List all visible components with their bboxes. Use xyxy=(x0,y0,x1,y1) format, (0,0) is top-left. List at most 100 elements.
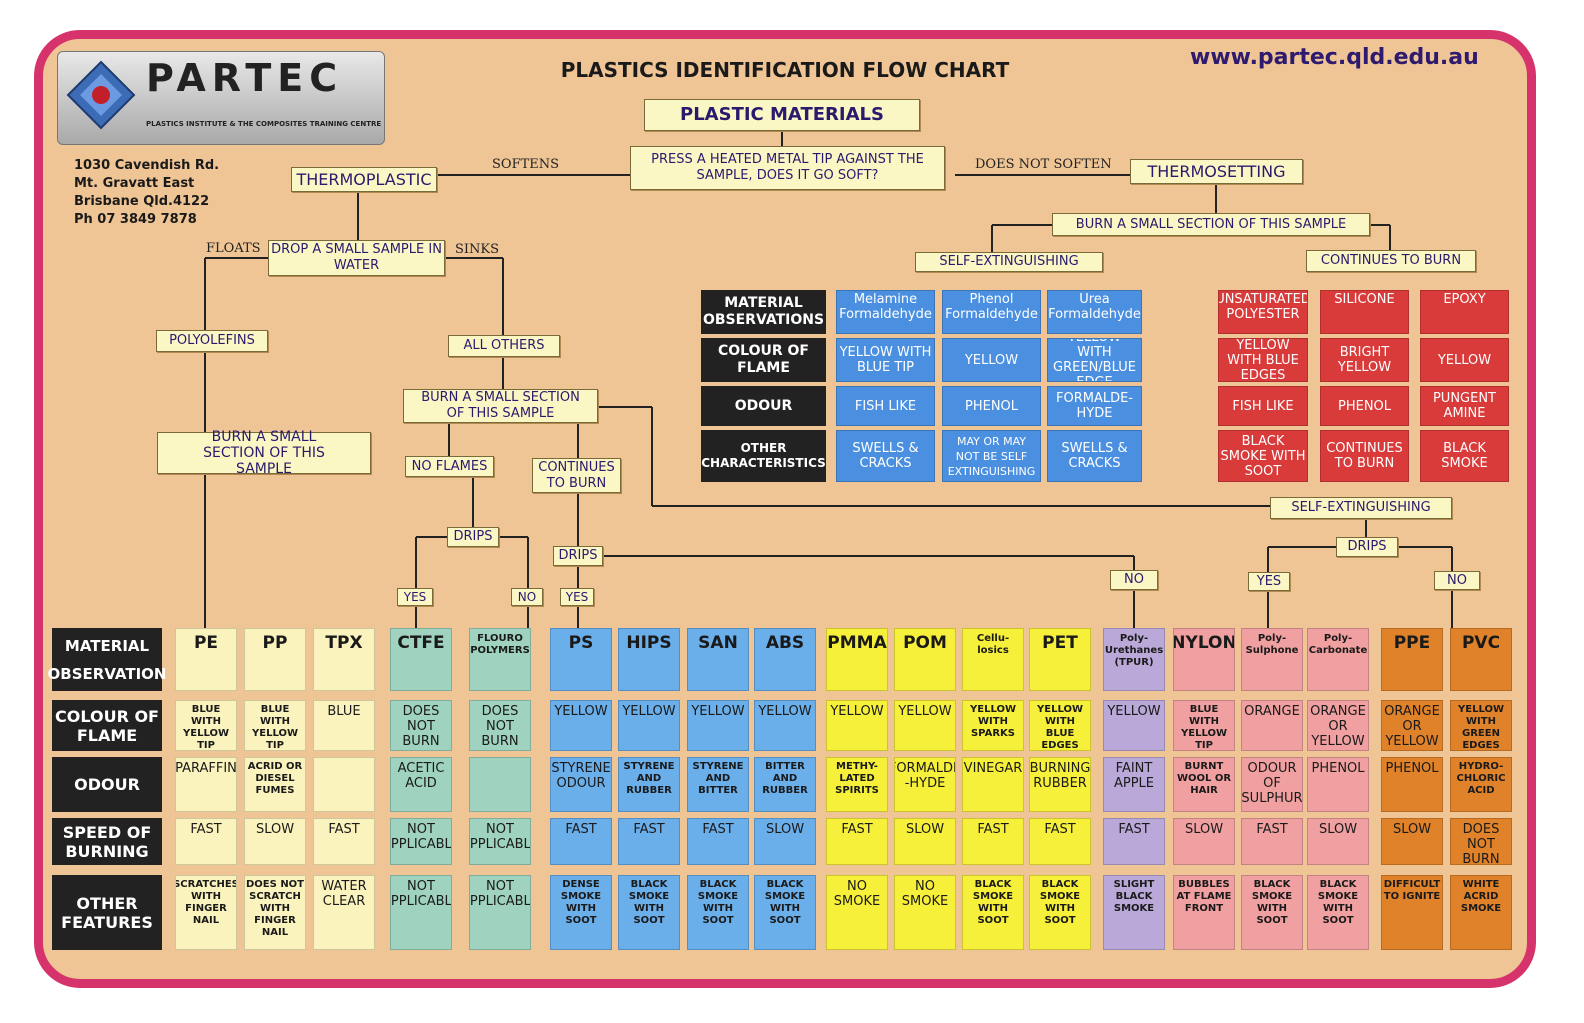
material-name-cell: FLOURO POLYMERS xyxy=(469,628,531,691)
address-line-3: Brisbane Qld.4122 xyxy=(74,194,210,209)
burn-thermoset-box: BURN A SMALL SECTION OF THIS SAMPLE xyxy=(1052,213,1370,236)
material-name-cell: PVC xyxy=(1450,628,1512,691)
ts-other-cell: CONTINUES TO BURN xyxy=(1320,430,1409,482)
row-header-odour: ODOUR xyxy=(52,757,162,812)
odour-cell: ACETIC ACID xyxy=(390,757,452,812)
flame-colour-cell: BLUE WITH YELLOW TIP xyxy=(175,700,237,751)
does-not-soften-label: DOES NOT SOFTEN xyxy=(975,157,1112,172)
flame-colour-cell: YELLOW xyxy=(1103,700,1165,751)
flame-colour-cell: DOES NOT BURN xyxy=(390,700,452,751)
other-features-cell: DENSE SMOKE WITH SOOT xyxy=(550,875,612,950)
no-mid-box: NO xyxy=(1110,570,1158,590)
material-name-cell: NYLON xyxy=(1173,628,1235,691)
logo-subtitle: PLASTICS INSTITUTE & THE COMPOSITES TRAI… xyxy=(146,120,382,128)
website-url[interactable]: www.partec.qld.edu.au xyxy=(1190,45,1479,70)
odour-cell: STYRENE AND RUBBER xyxy=(618,757,680,812)
ts-odour-cell: PHENOL xyxy=(942,386,1041,426)
flame-colour-cell: ORANGE OR YELLOW xyxy=(1307,700,1369,751)
material-name-cell: PET xyxy=(1029,628,1091,691)
odour-cell: FORMALDE -HYDE xyxy=(894,757,956,812)
burn-speed-cell: FAST xyxy=(826,818,888,865)
other-features-cell: SCRATCHES WITH FINGER NAIL xyxy=(175,875,237,950)
other-features-cell: NOT APPLICABLE xyxy=(390,875,452,950)
other-features-cell: SLIGHT BLACK SMOKE xyxy=(1103,875,1165,950)
thermoplastic-box: THERMOPLASTIC xyxy=(291,167,437,192)
flame-colour-cell: YELLOW xyxy=(618,700,680,751)
flame-colour-cell: YELLOW WITH GREEN EDGES xyxy=(1450,700,1512,751)
ts-other-cell: SWELLS & CRACKS xyxy=(1047,430,1142,482)
burn-speed-cell: SLOW xyxy=(1307,818,1369,865)
odour-cell: STYRENE AND BITTER xyxy=(687,757,749,812)
other-features-cell: BLACK SMOKE WITH SOOT xyxy=(687,875,749,950)
self-extinguishing-right-box: SELF-EXTINGUISHING xyxy=(1270,497,1452,519)
ts-row-header-odour: ODOUR xyxy=(701,386,826,426)
partec-logo: PARTEC PLASTICS INSTITUTE & THE COMPOSIT… xyxy=(57,51,385,145)
material-name-cell: Poly-Urethanes (TPUR) xyxy=(1103,628,1165,691)
heat-test-question: PRESS A HEATED METAL TIP AGAINST THE SAM… xyxy=(630,146,945,190)
ts-flame-colour-cell: BRIGHT YELLOW xyxy=(1320,338,1409,382)
row-header-speed: SPEED OF BURNING xyxy=(52,818,162,865)
flame-colour-cell: ORANGE xyxy=(1241,700,1303,751)
ts-flame-colour-cell: YELLOW WITH BLUE EDGES xyxy=(1218,338,1308,382)
burn-polyolefin-box: BURN A SMALL SECTION OF THIS SAMPLE xyxy=(157,429,371,477)
other-features-cell: BLACK SMOKE WITH SOOT xyxy=(1307,875,1369,950)
root-plastic-materials: PLASTIC MATERIALS xyxy=(644,99,920,131)
other-features-cell: BLACK SMOKE WITH SOOT xyxy=(962,875,1024,950)
polyolefins-box: POLYOLEFINS xyxy=(156,330,268,352)
burn-speed-cell: DOES NOT BURN xyxy=(1450,818,1512,865)
material-name-cell: POM xyxy=(894,628,956,691)
sinks-label: SINKS xyxy=(455,242,500,257)
burn-speed-cell: FAST xyxy=(618,818,680,865)
material-name-cell: Poly-Sulphone xyxy=(1241,628,1303,691)
ts-odour-cell: FISH LIKE xyxy=(1218,386,1308,426)
ts-material-name-cell: EPOXY xyxy=(1420,290,1509,334)
material-name-cell: Cellu-losics xyxy=(962,628,1024,691)
flame-colour-cell: YELLOW WITH BLUE EDGES xyxy=(1029,700,1091,751)
odour-cell: FAINT APPLE xyxy=(1103,757,1165,812)
odour-cell: BITTER AND RUBBER xyxy=(754,757,816,812)
row-header-material: MATERIAL OBSERVATION xyxy=(48,628,166,691)
flame-colour-cell: YELLOW xyxy=(550,700,612,751)
address-block: 1030 Cavendish Rd. Mt. Gravatt East Bris… xyxy=(74,157,219,229)
flame-colour-cell: DOES NOT BURN xyxy=(469,700,531,751)
ts-odour-cell: PUNGENT AMINE xyxy=(1420,386,1509,426)
other-features-cell: DOES NOT SCRATCH WITH FINGER NAIL xyxy=(244,875,306,950)
row-header-other: OTHER FEATURES xyxy=(52,875,162,950)
burn-speed-cell: SLOW xyxy=(1173,818,1235,865)
material-name-cell: PPE xyxy=(1381,628,1443,691)
ts-row-header-material: MATERIAL OBSERVATIONS xyxy=(701,290,826,334)
other-features-cell: BLACK SMOKE WITH SOOT xyxy=(1241,875,1303,950)
burn-speed-cell: FAST xyxy=(175,818,237,865)
material-name-cell: CTFE xyxy=(390,628,452,691)
burn-speed-cell: FAST xyxy=(1029,818,1091,865)
ts-odour-cell: FORMALDE-HYDE xyxy=(1047,386,1142,426)
burn-speed-cell: NOT APPLICABLE xyxy=(390,818,452,865)
ts-material-name-cell: Melamine Formaldehyde xyxy=(836,290,935,334)
address-phone: Ph 07 3849 7878 xyxy=(74,212,197,227)
thermoset-self-ext-box: SELF-EXTINGUISHING xyxy=(915,252,1103,272)
yes-mid-box: YES xyxy=(560,588,594,606)
odour-cell: STYRENE ODOUR xyxy=(550,757,612,812)
odour-cell: BURNING RUBBER xyxy=(1029,757,1091,812)
diamond-logo-icon xyxy=(66,60,136,130)
ts-row-header-material-text: MATERIAL OBSERVATIONS xyxy=(702,295,825,328)
ts-flame-colour-cell: YELLOW xyxy=(1420,338,1509,382)
ts-other-cell: BLACK SMOKE xyxy=(1420,430,1509,482)
other-features-cell: WHITE ACRID SMOKE xyxy=(1450,875,1512,950)
drips-left-box: DRIPS xyxy=(447,527,499,547)
thermosetting-box: THERMOSETTING xyxy=(1130,159,1303,184)
flame-colour-cell: YELLOW xyxy=(894,700,956,751)
burn-speed-cell: SLOW xyxy=(894,818,956,865)
other-features-cell: NO SMOKE xyxy=(826,875,888,950)
softens-label: SOFTENS xyxy=(492,157,560,172)
material-name-cell: PMMA xyxy=(826,628,888,691)
odour-cell xyxy=(469,757,531,812)
flame-colour-cell: YELLOW xyxy=(754,700,816,751)
material-name-cell: ABS xyxy=(754,628,816,691)
burn-others-box: BURN A SMALL SECTION OF THIS SAMPLE xyxy=(403,389,598,423)
other-features-cell: NOT APPLICABLE xyxy=(469,875,531,950)
row-header-flame: COLOUR OF FLAME xyxy=(52,700,162,751)
other-features-cell: BUBBLES AT FLAME FRONT xyxy=(1173,875,1235,950)
burn-speed-cell: FAST xyxy=(962,818,1024,865)
drips-right-box: DRIPS xyxy=(1336,537,1398,557)
